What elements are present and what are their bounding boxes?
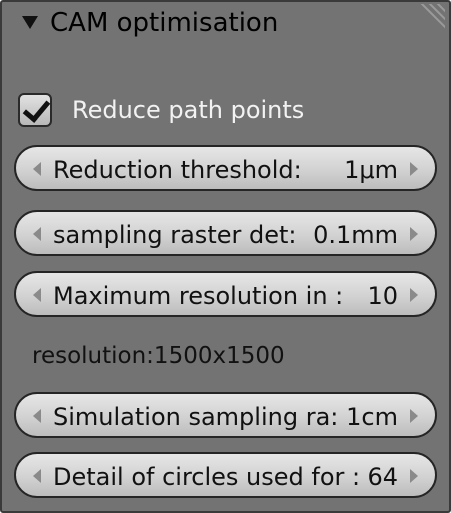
resolution-readout: resolution:1500x1500 [32,343,285,369]
panel-header[interactable]: CAM optimisation [2,2,449,50]
sampling-raster-field[interactable]: sampling raster det: 0.1mm [14,210,437,256]
field-value: 10 [367,282,398,310]
field-value: 64 [367,463,398,491]
reduce-path-points-row[interactable]: Reduce path points [18,90,304,130]
increment-arrow-icon[interactable] [410,409,418,423]
resize-grip-icon[interactable] [399,4,445,48]
field-value: 1cm [346,403,398,431]
triangle-down-icon[interactable] [22,16,38,29]
detail-of-circles-field[interactable]: Detail of circles used for : 64 [14,452,437,498]
increment-arrow-icon[interactable] [410,469,418,483]
decrement-arrow-icon[interactable] [33,469,41,483]
simulation-sampling-field[interactable]: Simulation sampling ra: 1cm [14,392,437,438]
reduce-path-points-label: Reduce path points [72,96,305,124]
decrement-arrow-icon[interactable] [33,409,41,423]
increment-arrow-icon[interactable] [410,162,418,176]
reduction-threshold-field[interactable]: Reduction threshold: 1μm [14,145,437,191]
field-value: 1μm [344,156,398,184]
field-label: sampling raster det: [53,221,297,249]
field-label: Simulation sampling ra: [53,403,339,431]
maximum-resolution-field[interactable]: Maximum resolution in : 10 [14,271,437,317]
increment-arrow-icon[interactable] [410,288,418,302]
reduce-path-points-checkbox[interactable] [18,93,52,127]
field-label: Maximum resolution in : [53,282,344,310]
decrement-arrow-icon[interactable] [33,288,41,302]
decrement-arrow-icon[interactable] [33,227,41,241]
decrement-arrow-icon[interactable] [33,162,41,176]
panel-title: CAM optimisation [50,8,279,38]
field-label: Reduction threshold: [53,156,302,184]
field-value: 0.1mm [313,221,398,249]
field-label: Detail of circles used for : [53,463,361,491]
increment-arrow-icon[interactable] [410,227,418,241]
